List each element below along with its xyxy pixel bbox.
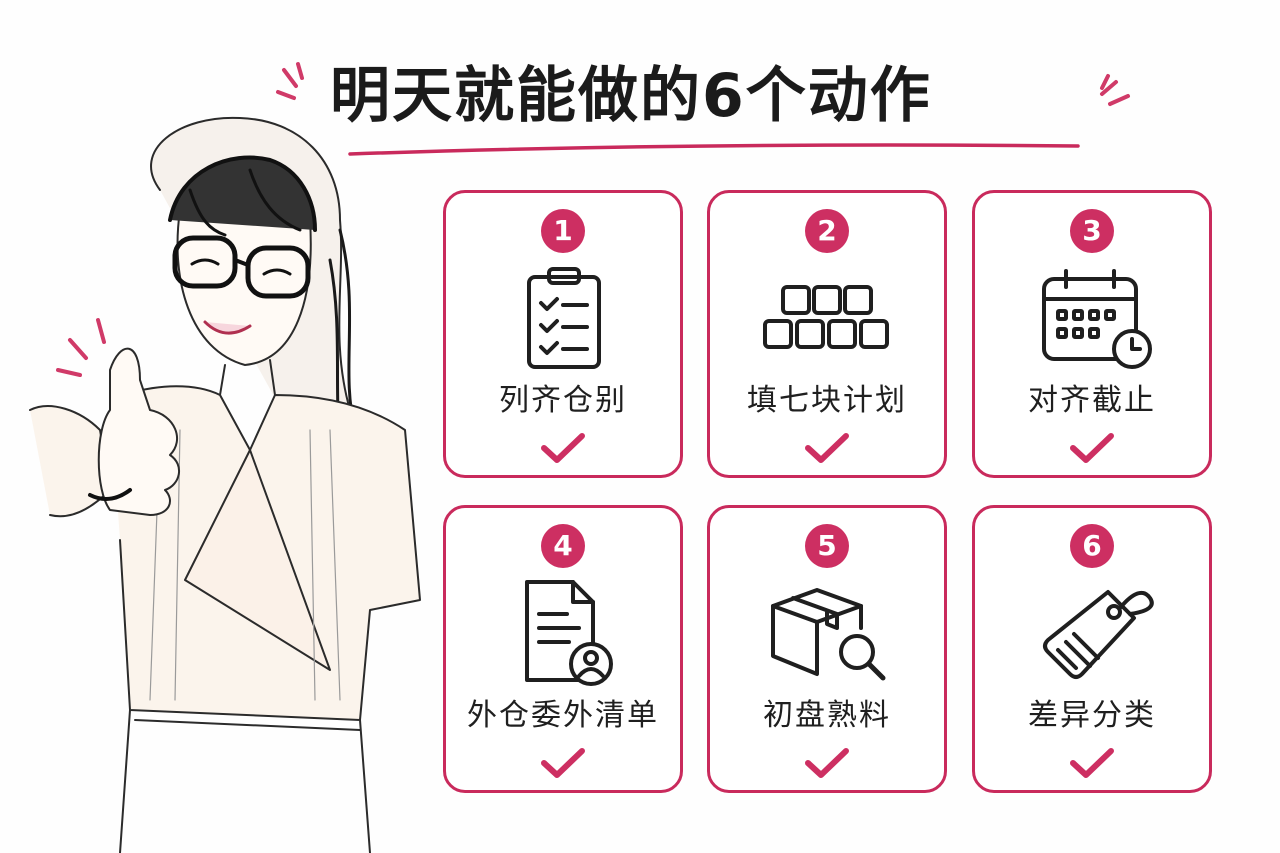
check-icon <box>541 748 585 778</box>
check-icon <box>1070 433 1114 463</box>
action-card-3: 3 对齐截止 <box>972 190 1212 478</box>
action-card-5: 5 初盘熟料 <box>707 505 947 793</box>
step-number-badge: 4 <box>541 524 585 568</box>
step-number-badge: 5 <box>805 524 849 568</box>
action-card-2: 2 填七块计划 <box>707 190 947 478</box>
action-label: 列齐仓别 <box>499 383 627 418</box>
clipboard-checklist-icon <box>527 267 601 369</box>
check-icon <box>1070 748 1114 778</box>
check-icon <box>541 433 585 463</box>
step-number-badge: 3 <box>1070 209 1114 253</box>
action-card-1: 1 列齐仓别 <box>443 190 683 478</box>
step-number-badge: 1 <box>541 209 585 253</box>
step-number-badge: 2 <box>805 209 849 253</box>
action-label: 对齐截止 <box>1028 383 1156 418</box>
title-area: 明天就能做的6个动作 <box>270 48 1170 168</box>
calendar-clock-icon <box>1042 269 1152 369</box>
title-decoration <box>276 62 1130 156</box>
step-number-badge: 6 <box>1070 524 1114 568</box>
tag-icon <box>1043 590 1154 679</box>
page-title: 明天就能做的6个动作 <box>330 61 932 131</box>
action-card-6: 6 差异分类 <box>972 505 1212 793</box>
document-person-icon <box>525 580 613 686</box>
action-label: 填七块计划 <box>747 383 907 418</box>
check-icon <box>805 433 849 463</box>
action-label: 外仓委外清单 <box>467 698 659 733</box>
person-thumbs-up-illustration <box>29 116 421 853</box>
action-label: 初盘熟料 <box>763 698 891 733</box>
check-icon <box>805 748 849 778</box>
action-card-4: 4 外仓委外清单 <box>443 505 683 793</box>
action-label: 差异分类 <box>1028 698 1156 733</box>
seven-blocks-icon <box>763 285 889 349</box>
box-magnifier-icon <box>771 588 886 681</box>
